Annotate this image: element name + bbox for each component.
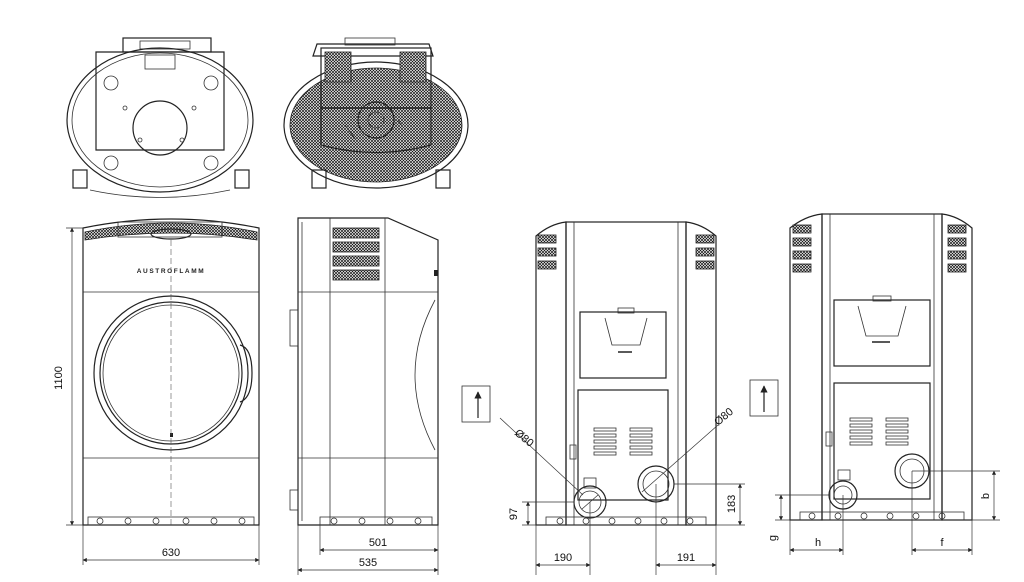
rear-view-generic	[789, 213, 973, 521]
dimension-width: 630	[162, 547, 180, 559]
dimension-rear-right-offset: 191	[677, 552, 695, 564]
brand-logo: AUSTROFLAMM	[137, 268, 206, 275]
front-dimensions: 1100 630	[53, 227, 260, 565]
dimension-depth-inner: 501	[369, 537, 387, 549]
dimension-outlet-height: 183	[726, 495, 738, 513]
dimension-label-f: f	[940, 537, 944, 549]
dimension-label-h: h	[815, 537, 821, 549]
vent-slots-left	[593, 427, 653, 456]
side-view	[289, 217, 439, 526]
dimension-height: 1100	[53, 366, 65, 390]
side-dimensions: 501 535	[297, 525, 439, 575]
top-view-base	[66, 37, 254, 198]
vent-slots-right	[849, 417, 909, 446]
dimension-depth-total: 535	[359, 557, 377, 569]
dimension-label-b: b	[980, 493, 992, 499]
dimension-rear-left-offset: 190	[554, 552, 572, 564]
rear-dimensions-right: b f h g	[749, 379, 1000, 555]
dimension-inlet-height: 97	[508, 508, 520, 520]
front-view: AUSTROFLAMM	[82, 218, 260, 526]
dimension-diameter-left: Ø80	[512, 427, 536, 450]
dimension-label-g: g	[767, 535, 779, 541]
rear-dimensions-left: Ø80 Ø80 190 191 97 183	[461, 385, 745, 575]
top-view-top	[283, 37, 469, 189]
rear-view-dimensioned	[535, 221, 717, 526]
